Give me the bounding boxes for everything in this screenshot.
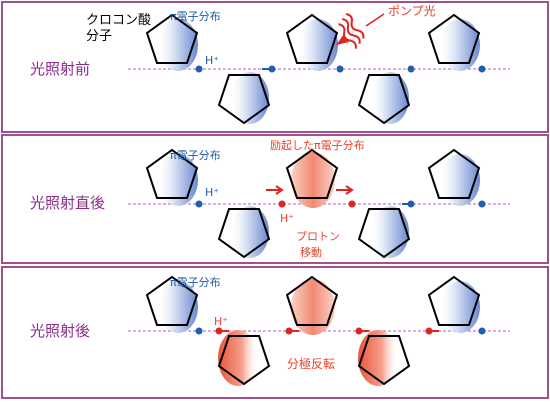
- panel-label-before: 光照射前: [30, 60, 90, 78]
- proton-label: H⁺: [214, 315, 228, 328]
- pi-electron-cloud: [231, 72, 269, 124]
- pentagon-molecule: [217, 74, 271, 125]
- molecule-label: クロコン酸: [86, 13, 151, 28]
- pentagon-molecule: [285, 148, 339, 199]
- excited-pi-electron-cloud: [291, 152, 335, 208]
- molecules-after: [145, 275, 486, 386]
- pump-label-pointer: [365, 13, 385, 27]
- proton-move-arrow-icon: [266, 185, 284, 195]
- pentagon-molecule: [357, 335, 411, 386]
- proton-dot-moving: [278, 200, 286, 208]
- pentagon-molecule: [285, 13, 339, 64]
- proton-dot: [478, 65, 486, 73]
- labels-after: 光照射後 π電子分布 H⁺ 分極反転: [30, 276, 335, 371]
- proton-transfer-label: 移動: [300, 245, 322, 259]
- proton-dot: [407, 200, 415, 208]
- labels-before: 光照射前 クロコン酸 分子 π電子分布 H⁺ ポンプ光: [30, 4, 436, 78]
- pentagon-molecule: [357, 74, 411, 125]
- proton-label: H⁺: [280, 212, 294, 225]
- pentagon-molecule: [357, 208, 411, 259]
- molecules-just-after: [145, 148, 486, 259]
- pi-electron-cloud: [231, 206, 269, 258]
- pentagon-molecule: [427, 13, 481, 64]
- pi-distribution-label: π電子分布: [170, 10, 221, 23]
- proton-dot: [407, 65, 415, 73]
- molecules-before: [145, 13, 486, 125]
- pi-electron-cloud: [371, 72, 409, 124]
- pentagon-molecule: [217, 208, 271, 259]
- panel-label-after: 光照射後: [30, 322, 90, 340]
- labels-just-after: 光照射直後 π電子分布 励起したπ電子分布 H⁺ H⁺ プロトン 移動: [30, 139, 365, 259]
- proton-label: H⁺: [205, 54, 219, 67]
- pi-distribution-label: π電子分布: [170, 149, 221, 162]
- proton-dot: [478, 327, 486, 335]
- pentagon-molecule: [217, 335, 271, 386]
- proton-dot: [268, 65, 276, 73]
- pentagon-molecule: [145, 275, 199, 326]
- proton-dot: [195, 65, 203, 73]
- molecule-label: 分子: [86, 29, 112, 44]
- pi-distribution-label: π電子分布: [170, 276, 221, 289]
- pump-light-arrow-icon: [336, 34, 349, 45]
- pump-light-label: ポンプ光: [388, 4, 436, 18]
- polarization-reversal-label: 分極反転: [287, 356, 335, 371]
- proton-dot: [195, 327, 203, 335]
- pentagon-molecule: [145, 13, 199, 64]
- proton-dot: [336, 65, 344, 73]
- pentagon-molecule: [427, 148, 481, 199]
- proton-dot-moving: [348, 200, 356, 208]
- pi-electron-cloud: [371, 206, 409, 258]
- pentagon-molecule: [427, 275, 481, 326]
- pentagon-molecule: [285, 275, 339, 326]
- proton-dot: [195, 200, 203, 208]
- excited-pi-distribution-label: 励起したπ電子分布: [270, 139, 365, 152]
- excited-pi-electron-cloud: [291, 279, 335, 335]
- proton-move-arrow-icon: [336, 185, 354, 195]
- proton-dot: [478, 200, 486, 208]
- proton-transfer-label: プロトン: [296, 230, 340, 243]
- proton-label: H⁺: [205, 186, 219, 199]
- pentagon-molecule: [145, 148, 199, 199]
- panel-label-just-after: 光照射直後: [30, 194, 105, 212]
